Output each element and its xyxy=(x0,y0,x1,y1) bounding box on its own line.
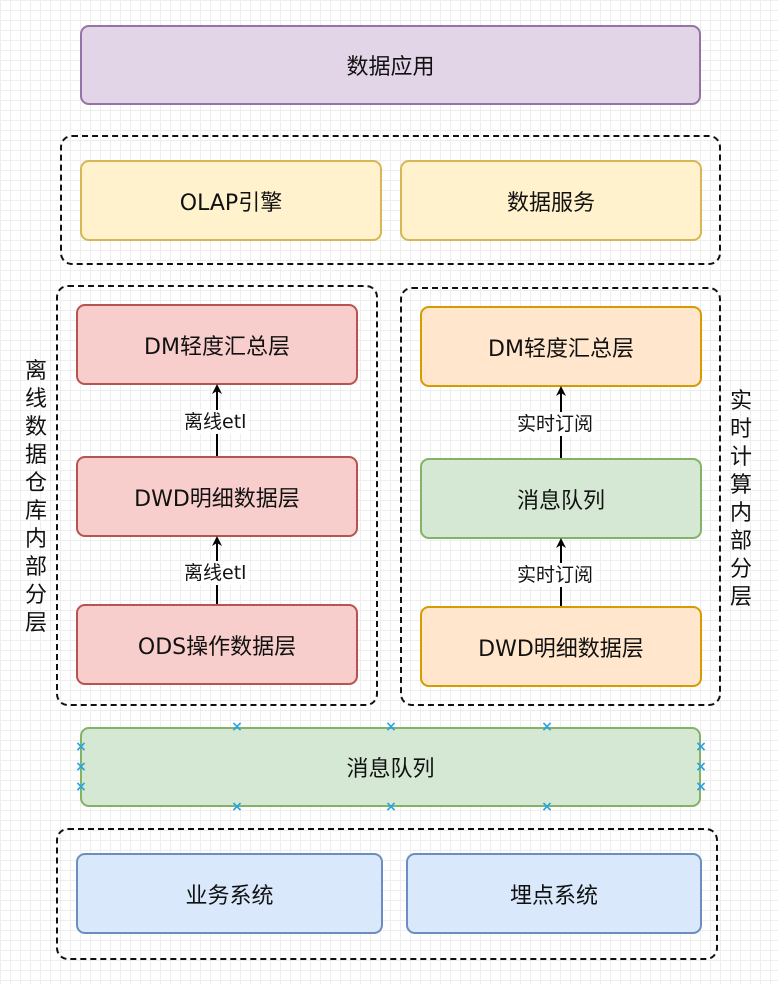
realtime-message-queue-node[interactable]: 消息队列 xyxy=(420,458,702,539)
realtime-dwd-detail-layer-node[interactable]: DWD明细数据层 xyxy=(420,606,702,687)
selection-handle-icon[interactable]: × xyxy=(231,799,243,815)
data-service-node[interactable]: 数据服务 xyxy=(400,160,702,241)
realtime-subscribe-label-lower: 实时订阅 xyxy=(515,563,596,587)
selection-handle-icon[interactable]: × xyxy=(541,719,553,735)
data-application-node[interactable]: 数据应用 xyxy=(80,25,701,105)
realtime-subscribe-label-upper: 实时订阅 xyxy=(515,412,596,436)
offline-warehouse-side-label: 离线数据仓库内部分层 xyxy=(24,359,47,636)
realtime-compute-side-label: 实时计算内部分层 xyxy=(729,389,752,610)
business-system-node[interactable]: 业务系统 xyxy=(76,853,383,934)
offline-etl-label-upper: 离线etl xyxy=(182,410,249,434)
selection-handle-icon[interactable]: × xyxy=(385,719,397,735)
service-layer-group xyxy=(60,135,721,265)
olap-engine-node[interactable]: OLAP引擎 xyxy=(80,160,382,241)
offline-dwd-detail-layer-node[interactable]: DWD明细数据层 xyxy=(76,456,358,537)
offline-etl-label-lower: 离线etl xyxy=(182,561,249,585)
selection-handle-icon[interactable]: × xyxy=(385,799,397,815)
offline-warehouse-group xyxy=(56,285,378,706)
message-queue-node[interactable]: 消息队列 xyxy=(80,727,701,807)
selection-handle-icon[interactable]: × xyxy=(75,759,87,775)
offline-ods-layer-node[interactable]: ODS操作数据层 xyxy=(76,604,358,685)
selection-handle-icon[interactable]: × xyxy=(75,779,87,795)
selection-handle-icon[interactable]: × xyxy=(695,759,707,775)
selection-handle-icon[interactable]: × xyxy=(695,779,707,795)
selection-handle-icon[interactable]: × xyxy=(541,799,553,815)
tracking-system-node[interactable]: 埋点系统 xyxy=(406,853,702,934)
selection-handle-icon[interactable]: × xyxy=(695,739,707,755)
selection-handle-icon[interactable]: × xyxy=(231,719,243,735)
realtime-dm-summary-layer-node[interactable]: DM轻度汇总层 xyxy=(420,306,702,387)
selection-handle-icon[interactable]: × xyxy=(75,739,87,755)
realtime-compute-group xyxy=(400,287,721,706)
source-systems-group xyxy=(56,828,718,960)
